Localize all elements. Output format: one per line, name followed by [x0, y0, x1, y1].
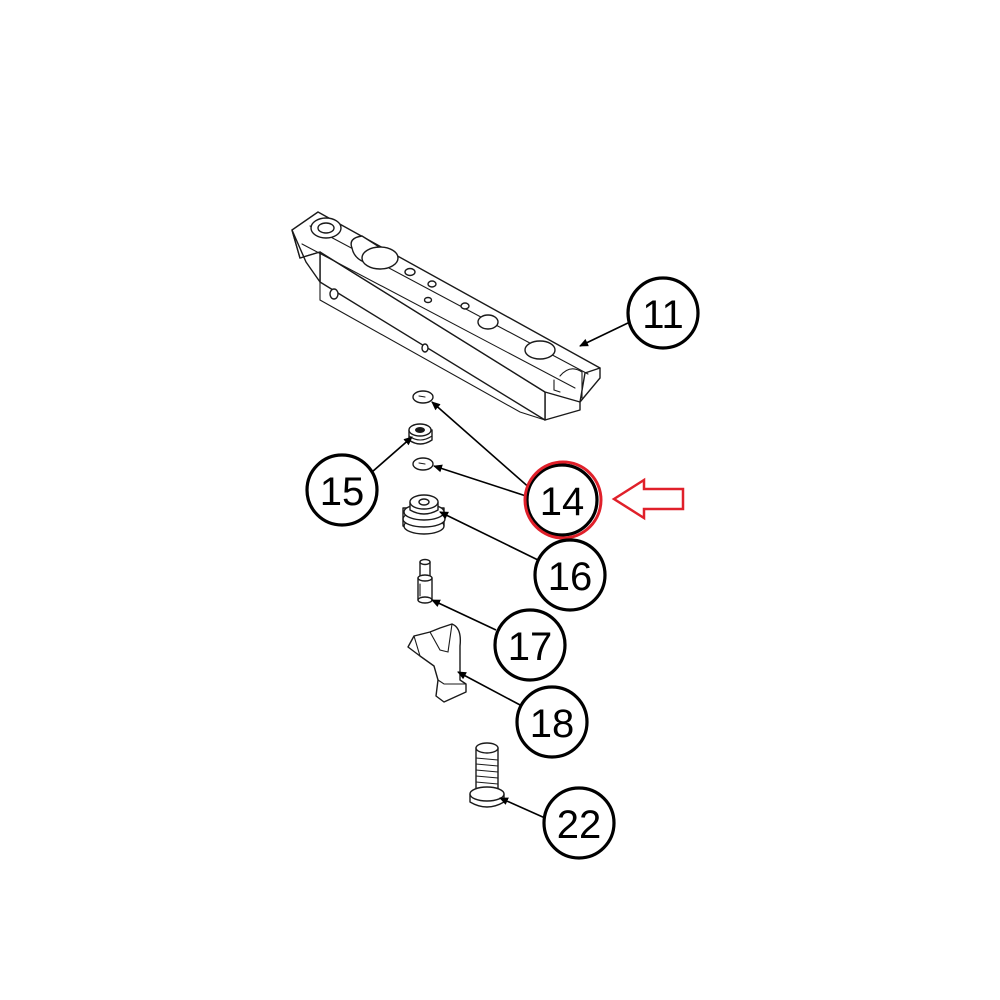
leader-14a: [431, 401, 533, 491]
callout-label-11: 11: [642, 293, 684, 337]
leader-16: [439, 511, 539, 561]
part-15-nut: [408, 423, 433, 445]
leader-14b: [433, 464, 527, 497]
highlight-ring: [523, 460, 603, 540]
part-22-screw: [469, 742, 505, 808]
part-16-spring: [402, 494, 446, 535]
callout-17: 17: [493, 608, 567, 682]
callout-11: 11: [626, 276, 700, 350]
callout-15: 15: [305, 453, 379, 527]
callout-label-16: 16: [548, 555, 593, 599]
callout-18: 18: [515, 685, 589, 759]
leader-22: [499, 797, 546, 819]
part-14-washer-upper: [412, 390, 434, 404]
leader-17: [431, 599, 497, 631]
part-11-housing: [291, 211, 601, 421]
leader-15: [371, 436, 413, 473]
leader-18: [457, 671, 523, 707]
callout-22: 22: [542, 786, 616, 860]
leader-lines: [371, 321, 631, 819]
part-14-washer-lower: [412, 457, 434, 471]
leader-11: [579, 321, 631, 347]
callout-label-17: 17: [508, 625, 553, 669]
left-arrow-icon: [611, 477, 685, 521]
part-18-lever: [407, 623, 467, 703]
callout-16: 16: [533, 538, 607, 612]
callout-label-18: 18: [530, 702, 575, 746]
part-17-pin: [417, 558, 433, 604]
callout-14: 14: [523, 460, 603, 540]
callout-label-15: 15: [320, 470, 365, 514]
callout-label-14: 14: [540, 480, 585, 524]
callout-label-22: 22: [557, 803, 602, 847]
